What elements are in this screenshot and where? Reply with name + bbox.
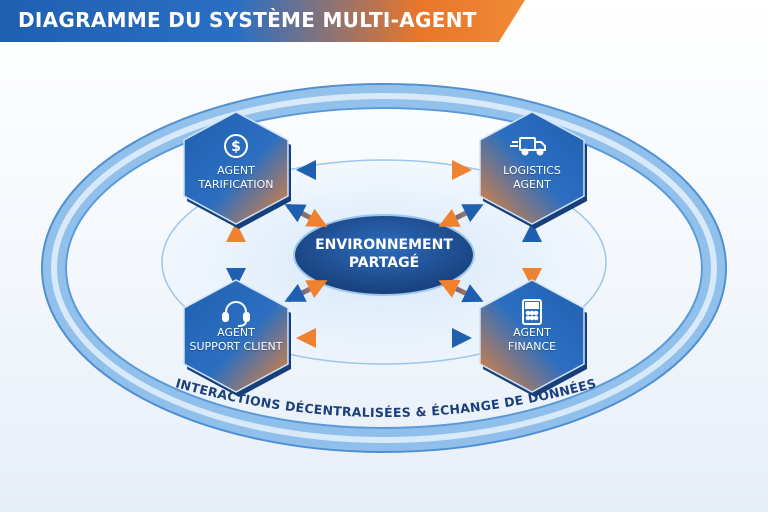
- svg-text:$: $: [231, 139, 241, 155]
- truck-icon: [510, 137, 546, 156]
- agent-finance-line1: AGENT: [513, 326, 551, 339]
- arrow-center-br: [438, 279, 484, 303]
- outer-ring-inner-edge: [65, 107, 703, 429]
- headset-icon: [222, 301, 250, 327]
- agent-label-tarification: AGENT TARIFICATION: [176, 164, 296, 192]
- agent-hex-finance: [479, 279, 587, 397]
- calculator-icon: [522, 299, 542, 325]
- outer-ring-edge: [41, 83, 727, 453]
- agent-logistics-line1: LOGISTICS: [503, 164, 561, 177]
- page-title: DIAGRAMME DU SYSTÈME MULTI-AGENT: [18, 8, 477, 32]
- center-label-line1: ENVIRONNEMENT: [315, 237, 453, 253]
- agent-tarification-line2: TARIFICATION: [198, 178, 274, 191]
- arrow-center-tl: [284, 203, 328, 228]
- outer-ring-highlight: [51, 93, 717, 443]
- center-node: [293, 214, 475, 296]
- agent-tarification-line1: AGENT: [217, 164, 255, 177]
- arrow-center-bl: [284, 279, 328, 303]
- agent-label-finance: AGENT FINANCE: [472, 326, 592, 354]
- agent-logistics-line2: AGENT: [513, 178, 551, 191]
- dollar-icon: $: [224, 134, 248, 158]
- agent-hex-logistics: [479, 111, 587, 229]
- title-banner: DIAGRAMME DU SYSTÈME MULTI-AGENT: [0, 0, 525, 42]
- agent-hex-tarification: $: [183, 111, 291, 229]
- agent-support-line2: SUPPORT CLIENT: [189, 340, 283, 353]
- agent-support-line1: AGENT: [217, 326, 255, 339]
- arrow-center-tr: [438, 203, 484, 228]
- agent-hex-support: [183, 279, 291, 397]
- agent-finance-line2: FINANCE: [507, 340, 557, 353]
- agent-label-logistics: LOGISTICS AGENT: [472, 164, 592, 192]
- agent-label-support: AGENT SUPPORT CLIENT: [176, 326, 296, 354]
- center-label-line2: PARTAGÉ: [348, 255, 420, 271]
- center-label: ENVIRONNEMENT PARTAGÉ: [300, 236, 468, 272]
